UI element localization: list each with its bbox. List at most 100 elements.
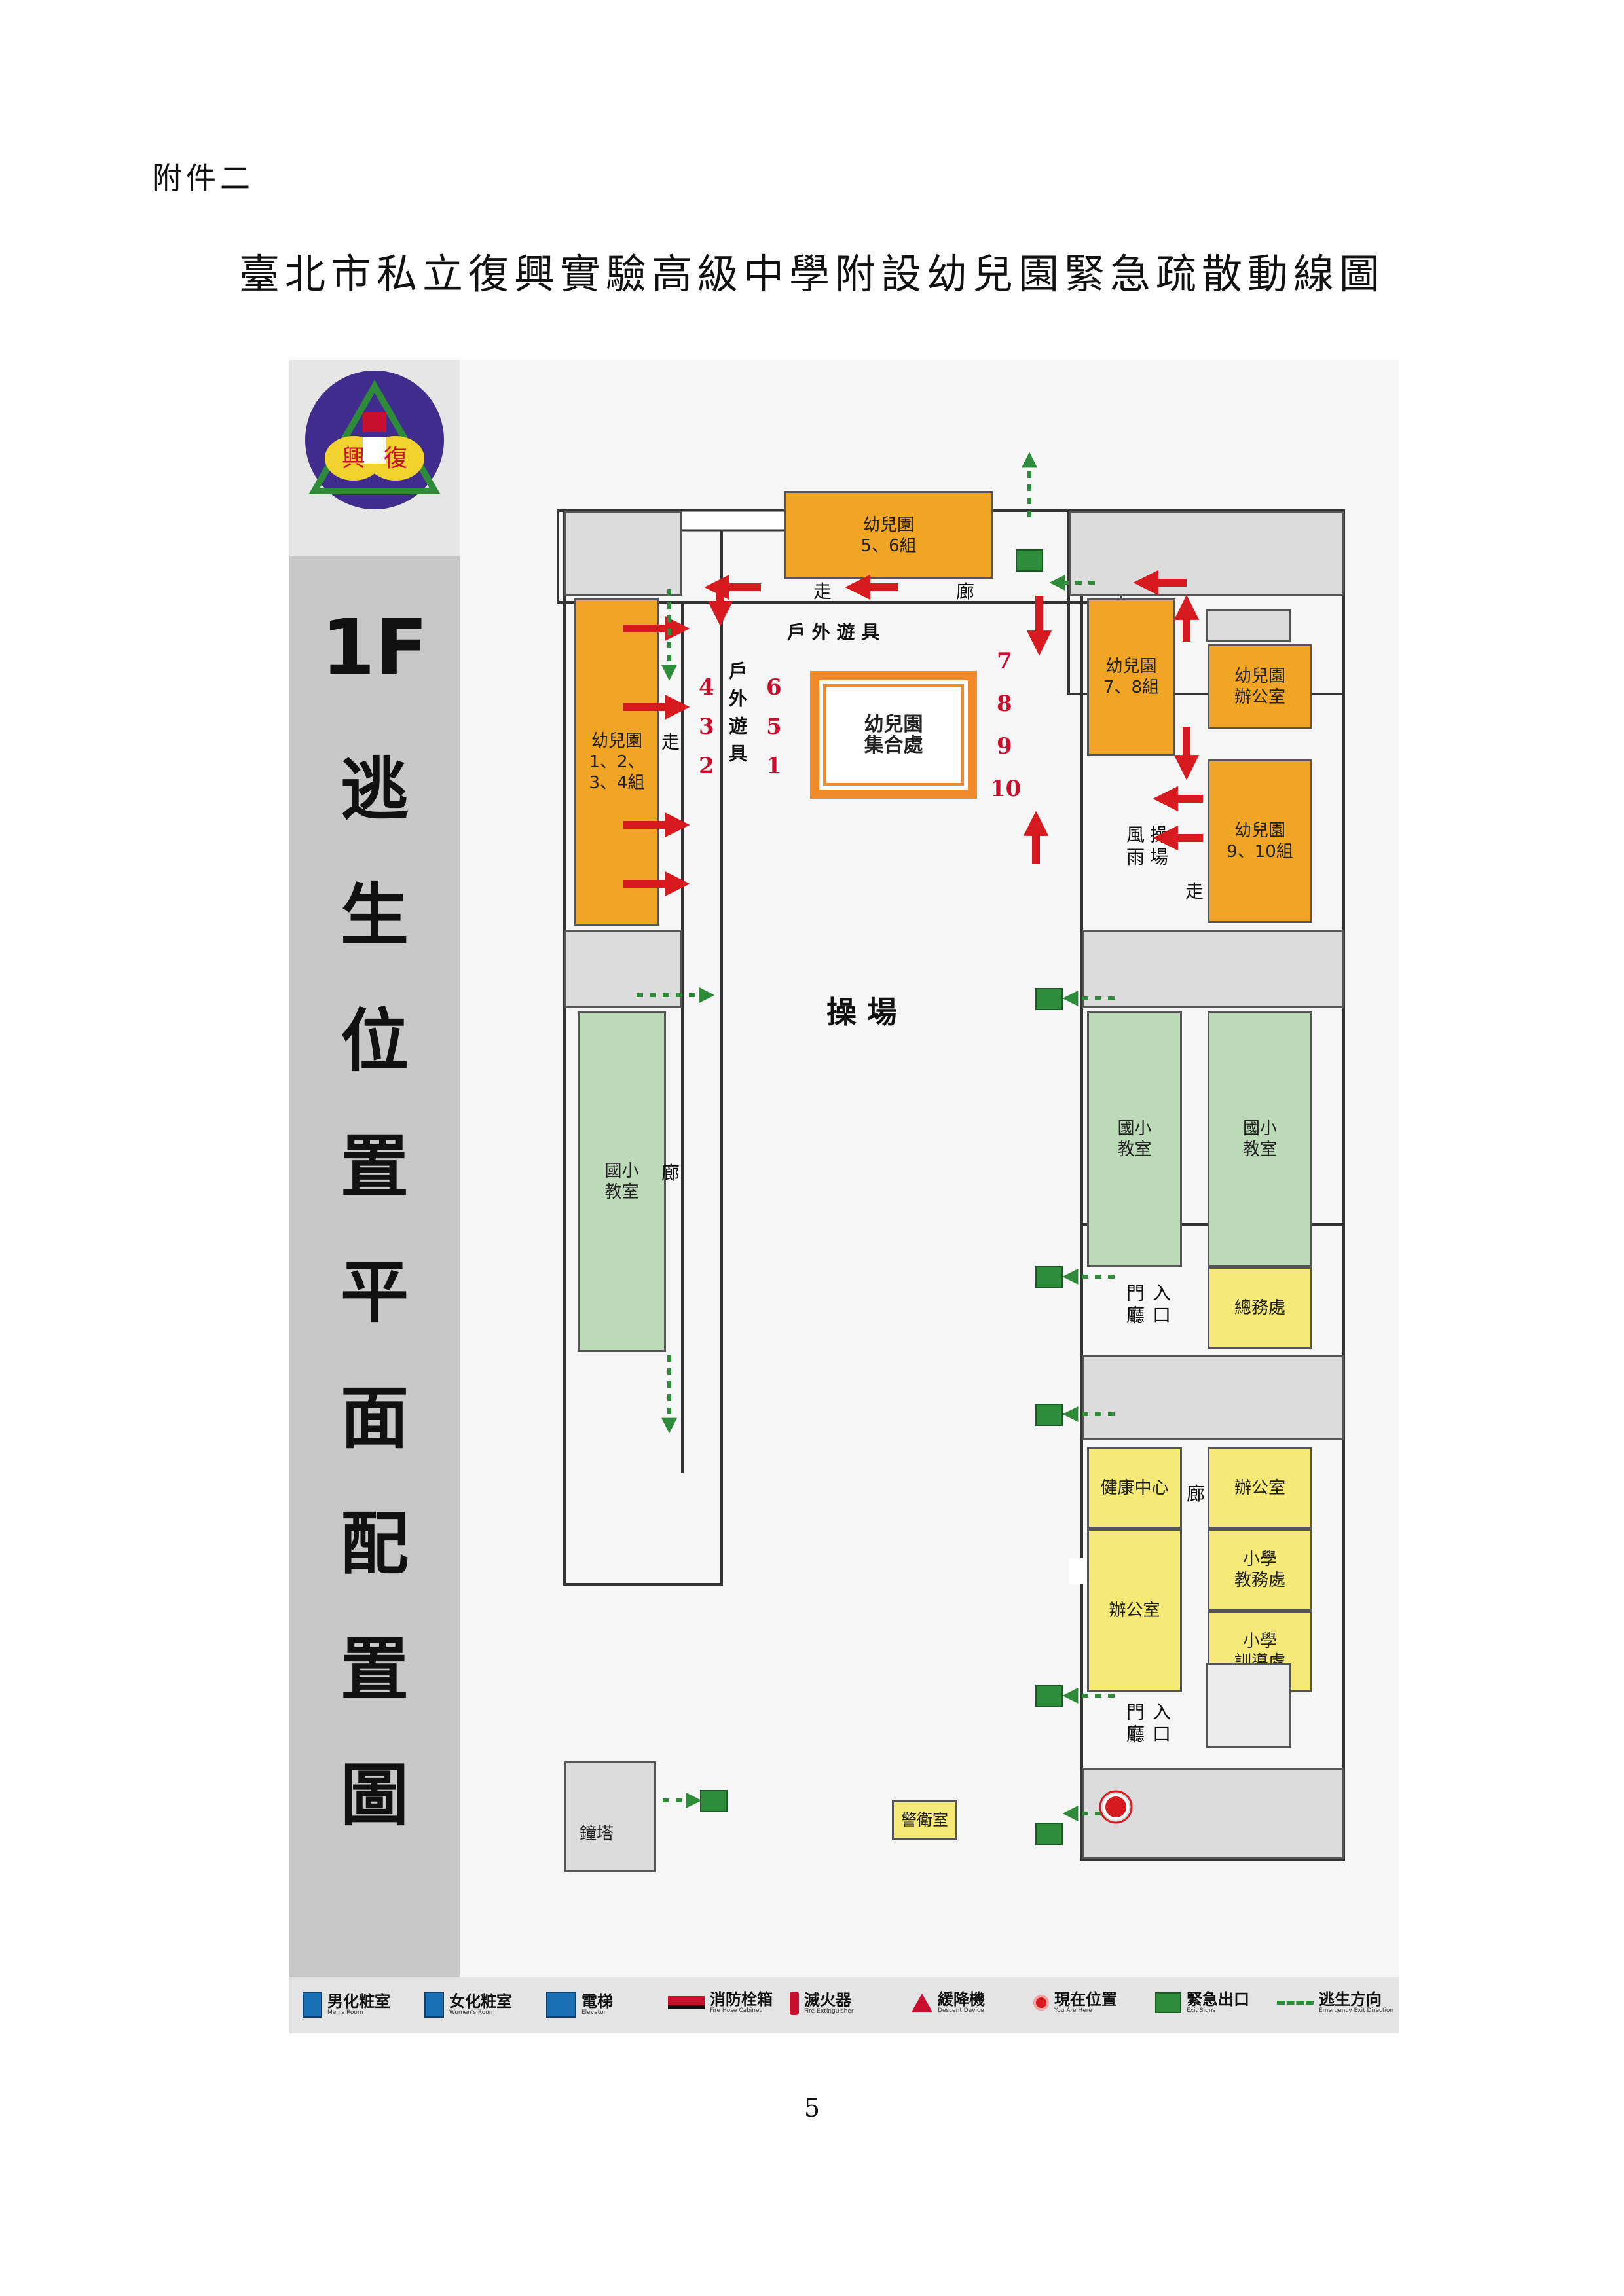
open-area-top-right	[1206, 609, 1291, 642]
rain-field-label-a: 風雨	[1124, 825, 1145, 869]
corridor-top-label-b: 廊	[956, 581, 975, 602]
document-title: 臺北市私立復興實驗高級中學附設幼兒園緊急疏散動線圖	[238, 250, 1385, 298]
office-right: 辦公室	[1208, 1447, 1312, 1529]
descent-device-icon	[912, 1994, 932, 2012]
extinguisher-icon	[790, 1992, 799, 2015]
clock-tower-block: 鐘塔	[564, 1761, 656, 1872]
group-number: 9	[997, 733, 1012, 759]
clock-tower-label: 鐘塔	[580, 1824, 614, 1844]
map-sidebar	[289, 360, 460, 1977]
kindergarten-group-7-8: 幼兒園 7、8組	[1087, 598, 1175, 756]
assembly-point: 幼兒園 集合處	[810, 671, 977, 799]
legend-label: 男化粧室	[327, 1992, 390, 2011]
legend-label: 緩降機	[938, 1990, 985, 2009]
exit-sign-icon	[1035, 988, 1063, 1010]
group-number: 3	[699, 714, 714, 740]
legend-label: 女化粧室	[449, 1992, 512, 2011]
entrance-hall-label-2: 門廳	[1124, 1283, 1145, 1328]
you-are-here-icon	[1103, 1794, 1129, 1820]
legend-label: 滅火器	[804, 1991, 851, 2009]
stair-block-top-right	[1069, 511, 1344, 596]
legend-sublabel: Fire-Extinguisher	[804, 2008, 854, 2014]
kindergarten-group-9-10: 幼兒園 9、10組	[1208, 759, 1312, 923]
corridor-health-label: 廊	[1187, 1483, 1206, 1504]
group-number: 1	[766, 753, 782, 779]
group-number: 2	[699, 753, 714, 779]
men-restroom-icon	[303, 1992, 322, 2018]
logo-char-right: 復	[384, 445, 407, 472]
legend-sublabel: Fire Hose Cabinet	[710, 2007, 762, 2014]
vertical-title-char: 面	[340, 1378, 409, 1458]
elementary-classroom-left: 國小 教室	[578, 1011, 666, 1352]
corridor-left-label-a: 走	[661, 731, 680, 753]
logo-char-left: 興	[342, 445, 365, 472]
stair-block-right-2	[1082, 1355, 1344, 1440]
group-number: 6	[766, 674, 782, 701]
exit-sign-icon	[1035, 1685, 1063, 1707]
logo-area: 興 復	[289, 360, 460, 556]
office-left: 辦公室	[1087, 1529, 1182, 1692]
elementary-academic-office: 小學 教務處	[1208, 1529, 1312, 1611]
legend-sublabel: Men's Room	[327, 2009, 363, 2016]
floor-label: 1F	[321, 602, 428, 693]
elementary-classroom-right-b: 國小 教室	[1208, 1011, 1312, 1267]
corridor-left-label-b: 廊	[661, 1162, 680, 1184]
health-center: 健康中心	[1087, 1447, 1182, 1529]
group-number: 5	[766, 714, 782, 740]
vertical-title-char: 配	[340, 1504, 409, 1584]
legend-label: 消防栓箱	[710, 1990, 773, 2009]
map-vertical-title: 逃生位置平面配置圖	[289, 727, 460, 1858]
vertical-title-char: 位	[340, 1001, 409, 1081]
exit-sign-icon	[1035, 1266, 1063, 1288]
legend-sublabel: Women's Room	[449, 2009, 495, 2016]
legend-sublabel: Emergency Exit Direction	[1319, 2007, 1394, 2014]
open-area-bottom-right	[1206, 1663, 1291, 1748]
attachment-label: 附件二	[152, 160, 254, 196]
general-affairs-office: 總務處	[1208, 1267, 1312, 1349]
legend-sublabel: Descent Device	[938, 2007, 984, 2014]
fire-hose-icon	[668, 1996, 705, 2009]
exit-sign-icon	[1035, 1823, 1063, 1845]
legend-label: 電梯	[581, 1992, 613, 2011]
playground-side-label: 戶外遊具	[726, 661, 748, 771]
legend-sublabel: Exit Signs	[1187, 2007, 1216, 2014]
vertical-title-char: 生	[340, 875, 409, 955]
legend-sublabel: You Are Here	[1054, 2007, 1092, 2014]
exit-sign-icon	[700, 1790, 728, 1812]
vertical-title-char: 圖	[340, 1755, 409, 1835]
vertical-title-char: 置	[340, 1630, 409, 1709]
elementary-classroom-right-a: 國小 教室	[1087, 1011, 1182, 1267]
legend-label: 緊急出口	[1187, 1990, 1249, 2009]
exit-sign-icon	[1035, 1404, 1063, 1426]
stair-block-mid-right	[1082, 930, 1344, 1008]
corridor-top-label-a: 走	[813, 581, 832, 602]
page-number: 5	[803, 2094, 821, 2123]
elevator-icon	[546, 1992, 576, 2018]
vertical-title-char: 平	[340, 1252, 409, 1332]
legend-label: 逃生方向	[1319, 1990, 1382, 2009]
kindergarten-office: 幼兒園 辦公室	[1208, 644, 1312, 729]
corridor-right-label: 走	[1185, 881, 1204, 902]
evacuation-map: 興 復 1F 逃生位置平面配置圖 幼兒園 5、6組 幼兒園 1、2、 3、4組 …	[289, 360, 1399, 2033]
legend-label: 現在位置	[1054, 1990, 1117, 2009]
group-number: 7	[997, 648, 1012, 674]
women-restroom-icon	[424, 1992, 444, 2018]
vertical-title-char: 置	[340, 1127, 409, 1207]
entrance-hall-label-3: 入口	[1150, 1702, 1172, 1747]
playground-top-label: 戶 外 遊 具	[787, 621, 880, 643]
exit-sign-icon	[1155, 1992, 1181, 2013]
legend-sublabel: Elevator	[581, 2009, 606, 2016]
exit-direction-icon	[1277, 2001, 1314, 2005]
school-logo-icon: 興 復	[305, 371, 444, 509]
sports-field-label: 操 場	[826, 994, 898, 1030]
vertical-title-char: 逃	[340, 750, 409, 829]
group-number: 4	[699, 674, 714, 701]
